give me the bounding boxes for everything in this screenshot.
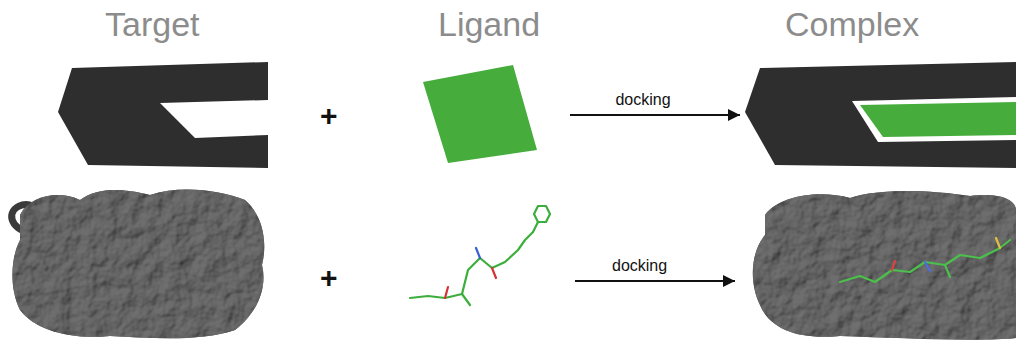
bound-atom <box>996 238 1000 248</box>
plus-sign: + <box>320 263 338 293</box>
complex-base <box>753 191 1016 340</box>
ligand-chain <box>410 222 538 298</box>
bound-atom <box>892 261 895 270</box>
shape-part <box>860 102 1016 137</box>
ligand-atom <box>492 268 496 278</box>
ligand-atom <box>445 287 448 298</box>
arrow-label: docking <box>610 257 669 275</box>
bound-atom <box>925 262 930 271</box>
arrow-label: docking <box>613 91 672 109</box>
protein-texture <box>12 190 264 339</box>
docking-arrow <box>575 280 735 282</box>
bound-branch <box>945 265 950 277</box>
bound-ligand <box>840 238 1010 282</box>
protein-surface <box>12 190 265 339</box>
shape-heading: Ligand <box>438 4 540 44</box>
shape-part <box>58 62 268 168</box>
ligand-sticks <box>410 206 550 305</box>
shape-part <box>852 97 1016 142</box>
docking-arrow <box>570 114 740 116</box>
shape-heading: Complex <box>785 4 919 44</box>
protein-base <box>12 190 264 339</box>
shape-part <box>423 65 537 163</box>
shape-heading: Target <box>105 4 200 44</box>
shape-part <box>745 62 1016 168</box>
ligand-ring <box>534 206 550 222</box>
complex-surface <box>753 191 1016 340</box>
shape-node: Target <box>50 0 275 172</box>
plus-sign: + <box>320 101 338 131</box>
shape-node: Complex <box>740 0 1016 172</box>
complex-texture <box>753 191 1016 340</box>
ligand-branch <box>462 294 470 305</box>
shape-node: Ligand <box>400 0 570 172</box>
bound-chain <box>840 240 1010 282</box>
ligand-atom <box>476 248 480 258</box>
